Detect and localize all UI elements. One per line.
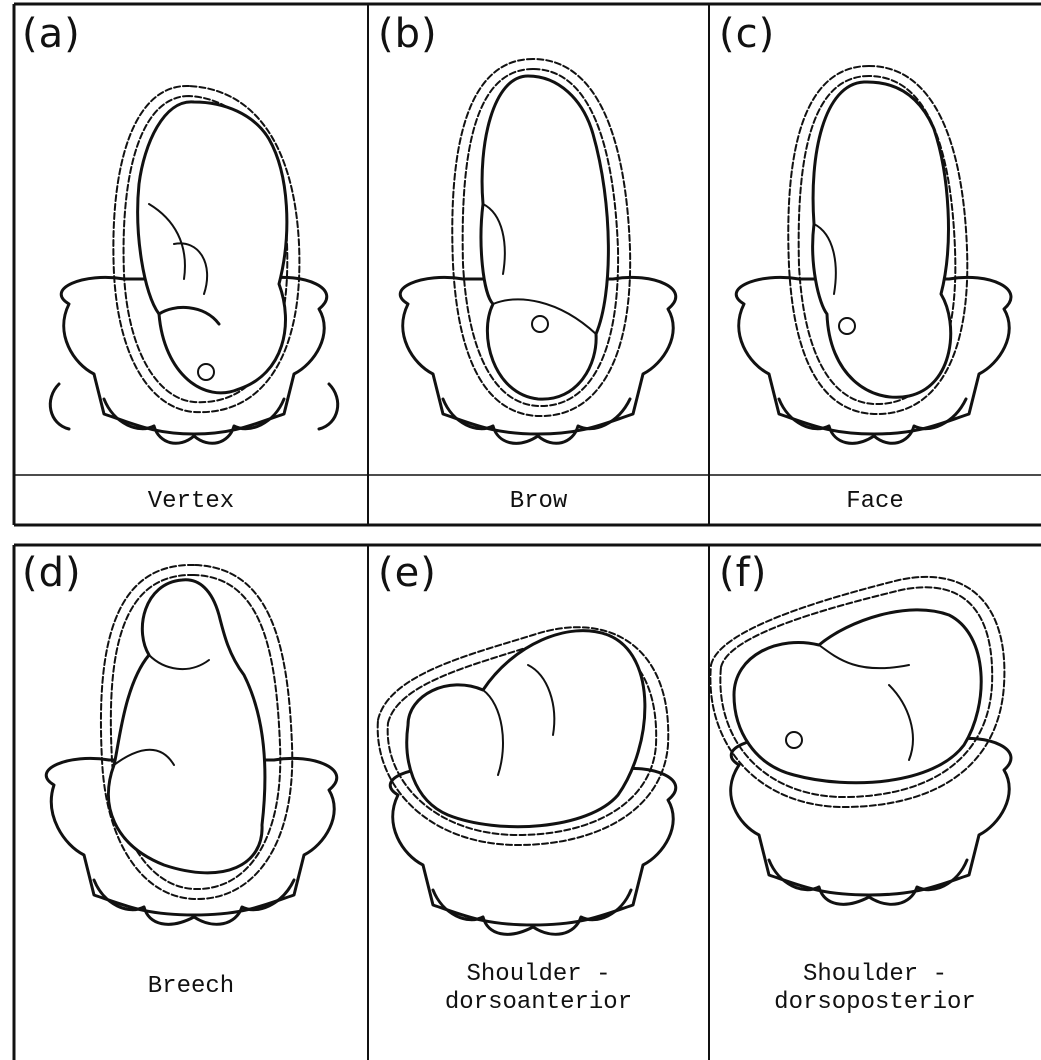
panel-caption: Brow [368,488,709,516]
vertex-fetus-illustration [14,4,368,474]
panel-breech: (d) Breech [14,545,368,1060]
brow-fetus-illustration [368,4,709,474]
panel-face: (c) Face [709,4,1041,525]
panel-vertex: (a) Vertex [14,4,368,525]
panel-caption: Breech [14,973,368,1001]
panel-shoulder-dorsoposterior: (f) Shoulder - dorsoposterior [709,545,1041,1060]
shoulder-dorsoanterior-fetus-illustration [368,545,709,965]
face-fetus-illustration [709,4,1041,474]
shoulder-dorsoposterior-fetus-illustration [709,545,1041,965]
panel-brow: (b) Brow [368,4,709,525]
breech-fetus-illustration [14,545,368,965]
panel-caption: Face [709,488,1041,516]
panel-caption: Shoulder - dorsoanterior [368,961,709,1017]
panel-caption: Shoulder - dorsoposterior [709,961,1041,1017]
panel-caption: Vertex [14,488,368,516]
panel-shoulder-dorsoanterior: (e) Shoulder - dorsoanterior [368,545,709,1060]
